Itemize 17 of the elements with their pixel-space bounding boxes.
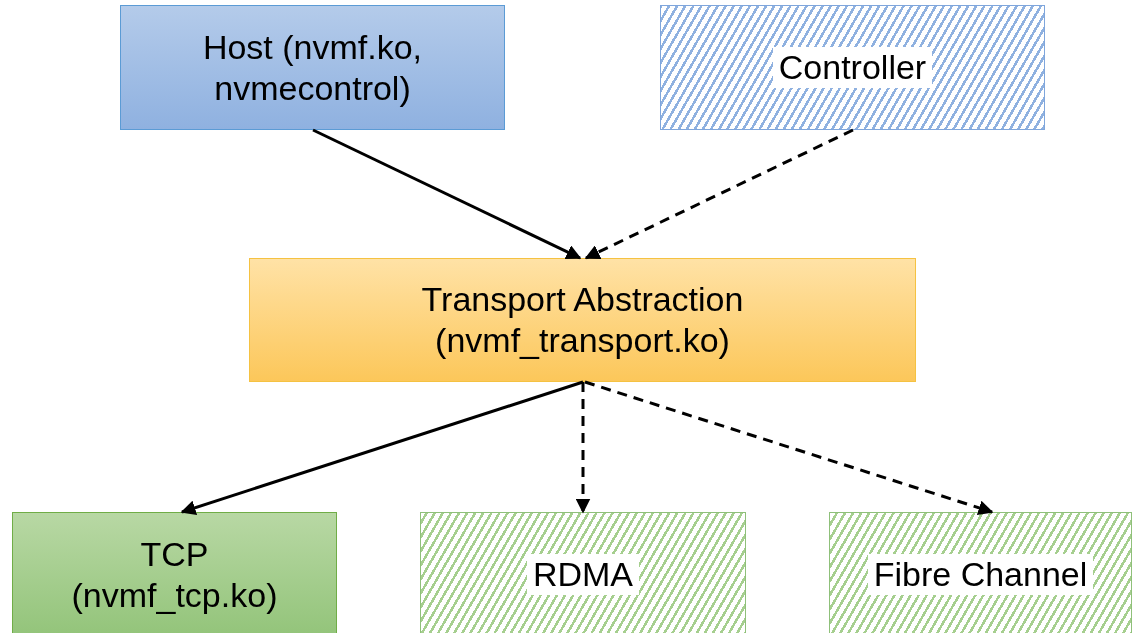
arrow (584, 128, 854, 260)
arrow (180, 380, 584, 515)
node-label: Host (nvmf.ko, nvmecontrol) (201, 26, 424, 109)
arrow (584, 380, 994, 516)
hatched-box (420, 512, 746, 633)
arrow (575, 382, 591, 514)
node-label: Controller (772, 47, 933, 88)
node-label: RDMA (526, 554, 640, 595)
process-box (12, 512, 337, 633)
hatched-box (829, 512, 1132, 633)
arrow (312, 128, 582, 260)
node-label: Fibre Channel (867, 554, 1094, 595)
process-box (249, 258, 916, 382)
hatched-box (660, 5, 1045, 130)
process-box (120, 5, 505, 130)
node-label: TCP (nvmf_tcp.ko) (70, 533, 279, 616)
node-label: Transport Abstraction (nvmf_transport.ko) (420, 279, 745, 361)
